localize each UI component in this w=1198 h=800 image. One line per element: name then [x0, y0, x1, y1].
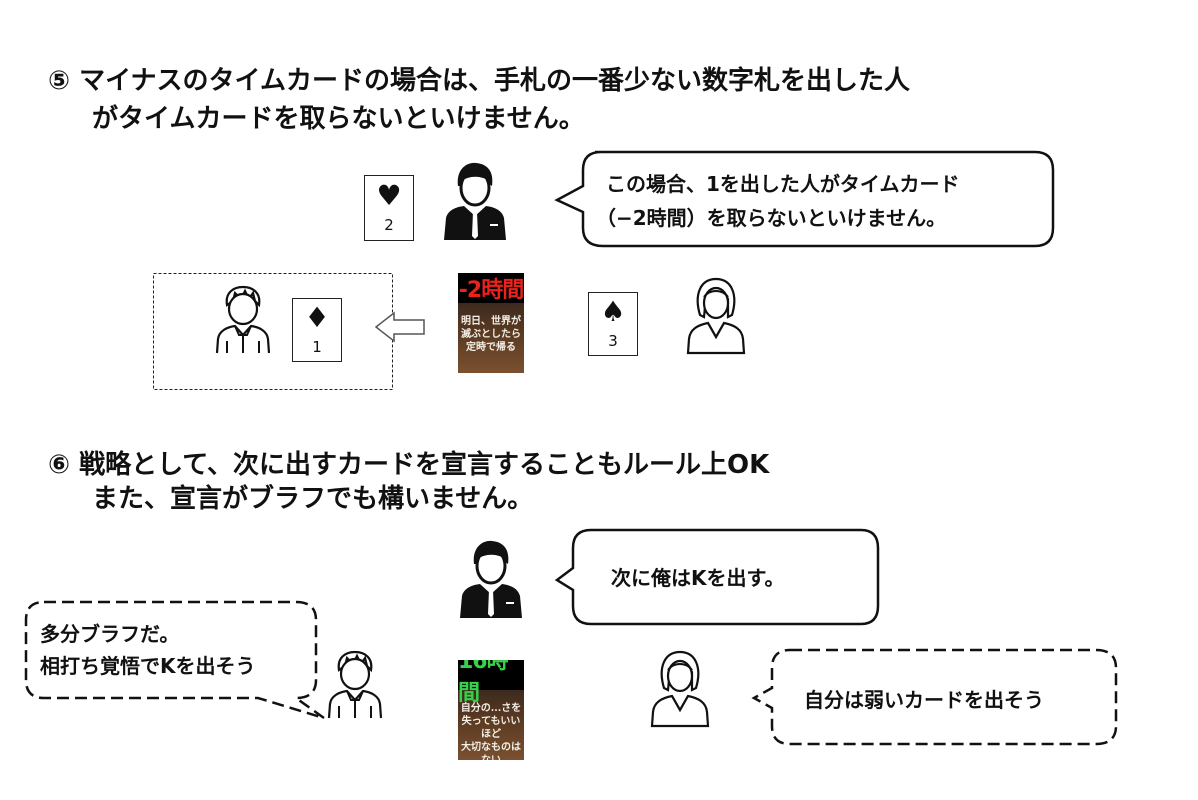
- woman-icon: [686, 277, 746, 355]
- step6-heading-line1: ⑥ 戦略として、次に出すカードを宣言することもルール上OK: [48, 450, 770, 480]
- speech-bubble: [554, 150, 1055, 248]
- left-arrow-icon: [374, 311, 425, 343]
- casual-man-icon: [215, 285, 271, 354]
- heart-card: ♥ 2: [364, 175, 414, 241]
- bubble-left-line2: 相打ち覚悟でKを出そう: [40, 654, 256, 678]
- timecard-16: 16時間 自分の...さを 失ってもいいほど 大切なものはない: [458, 660, 524, 760]
- diamond-suit-icon: ♦: [304, 301, 330, 334]
- card-rank: 2: [384, 216, 394, 234]
- bubble-text-line2: （−2時間）を取らないといけません。: [596, 206, 947, 230]
- heart-suit-icon: ♥: [376, 179, 402, 212]
- businessman-icon: [460, 540, 522, 618]
- businessman-icon: [444, 162, 506, 240]
- card-rank: 3: [608, 332, 618, 350]
- step5-heading-line1: ⑤ マイナスのタイムカードの場合は、手札の一番少ない数字札を出した人: [48, 66, 911, 96]
- dashed-highlight-box: [153, 273, 393, 390]
- dashed-speech-bubble-left: [24, 600, 325, 720]
- timecard-caption: 自分の...さを 失ってもいいほど 大切なものはない: [460, 703, 522, 760]
- bubble-man-text: 次に俺はKを出す。: [611, 566, 785, 590]
- bubble-text-line1: この場合、1を出した人がタイムカード: [606, 172, 960, 196]
- timecard-value: -2時間: [458, 273, 524, 303]
- timecard-value: 16時間: [458, 660, 524, 706]
- spade-card: ♠ 3: [588, 292, 638, 356]
- step5-heading-line2: がタイムカードを取らないといけません。: [92, 104, 585, 134]
- dashed-speech-bubble-right: [751, 648, 1118, 746]
- woman-icon: [650, 650, 710, 728]
- spade-suit-icon: ♠: [600, 295, 626, 328]
- bubble-left-line1: 多分ブラフだ。: [40, 622, 180, 646]
- speech-bubble-man: [554, 528, 880, 626]
- card-rank: 1: [312, 338, 322, 356]
- diamond-card: ♦ 1: [292, 298, 342, 362]
- timecard-caption: 明日、世界が 滅ぶとしたら 定時で帰る: [461, 316, 521, 353]
- casual-man-icon: [327, 650, 383, 719]
- step6-heading-line2: また、宣言がブラフでも構いません。: [92, 484, 534, 514]
- bubble-woman-text: 自分は弱いカードを出そう: [804, 688, 1044, 712]
- timecard-minus2: -2時間 明日、世界が 滅ぶとしたら 定時で帰る: [458, 273, 524, 373]
